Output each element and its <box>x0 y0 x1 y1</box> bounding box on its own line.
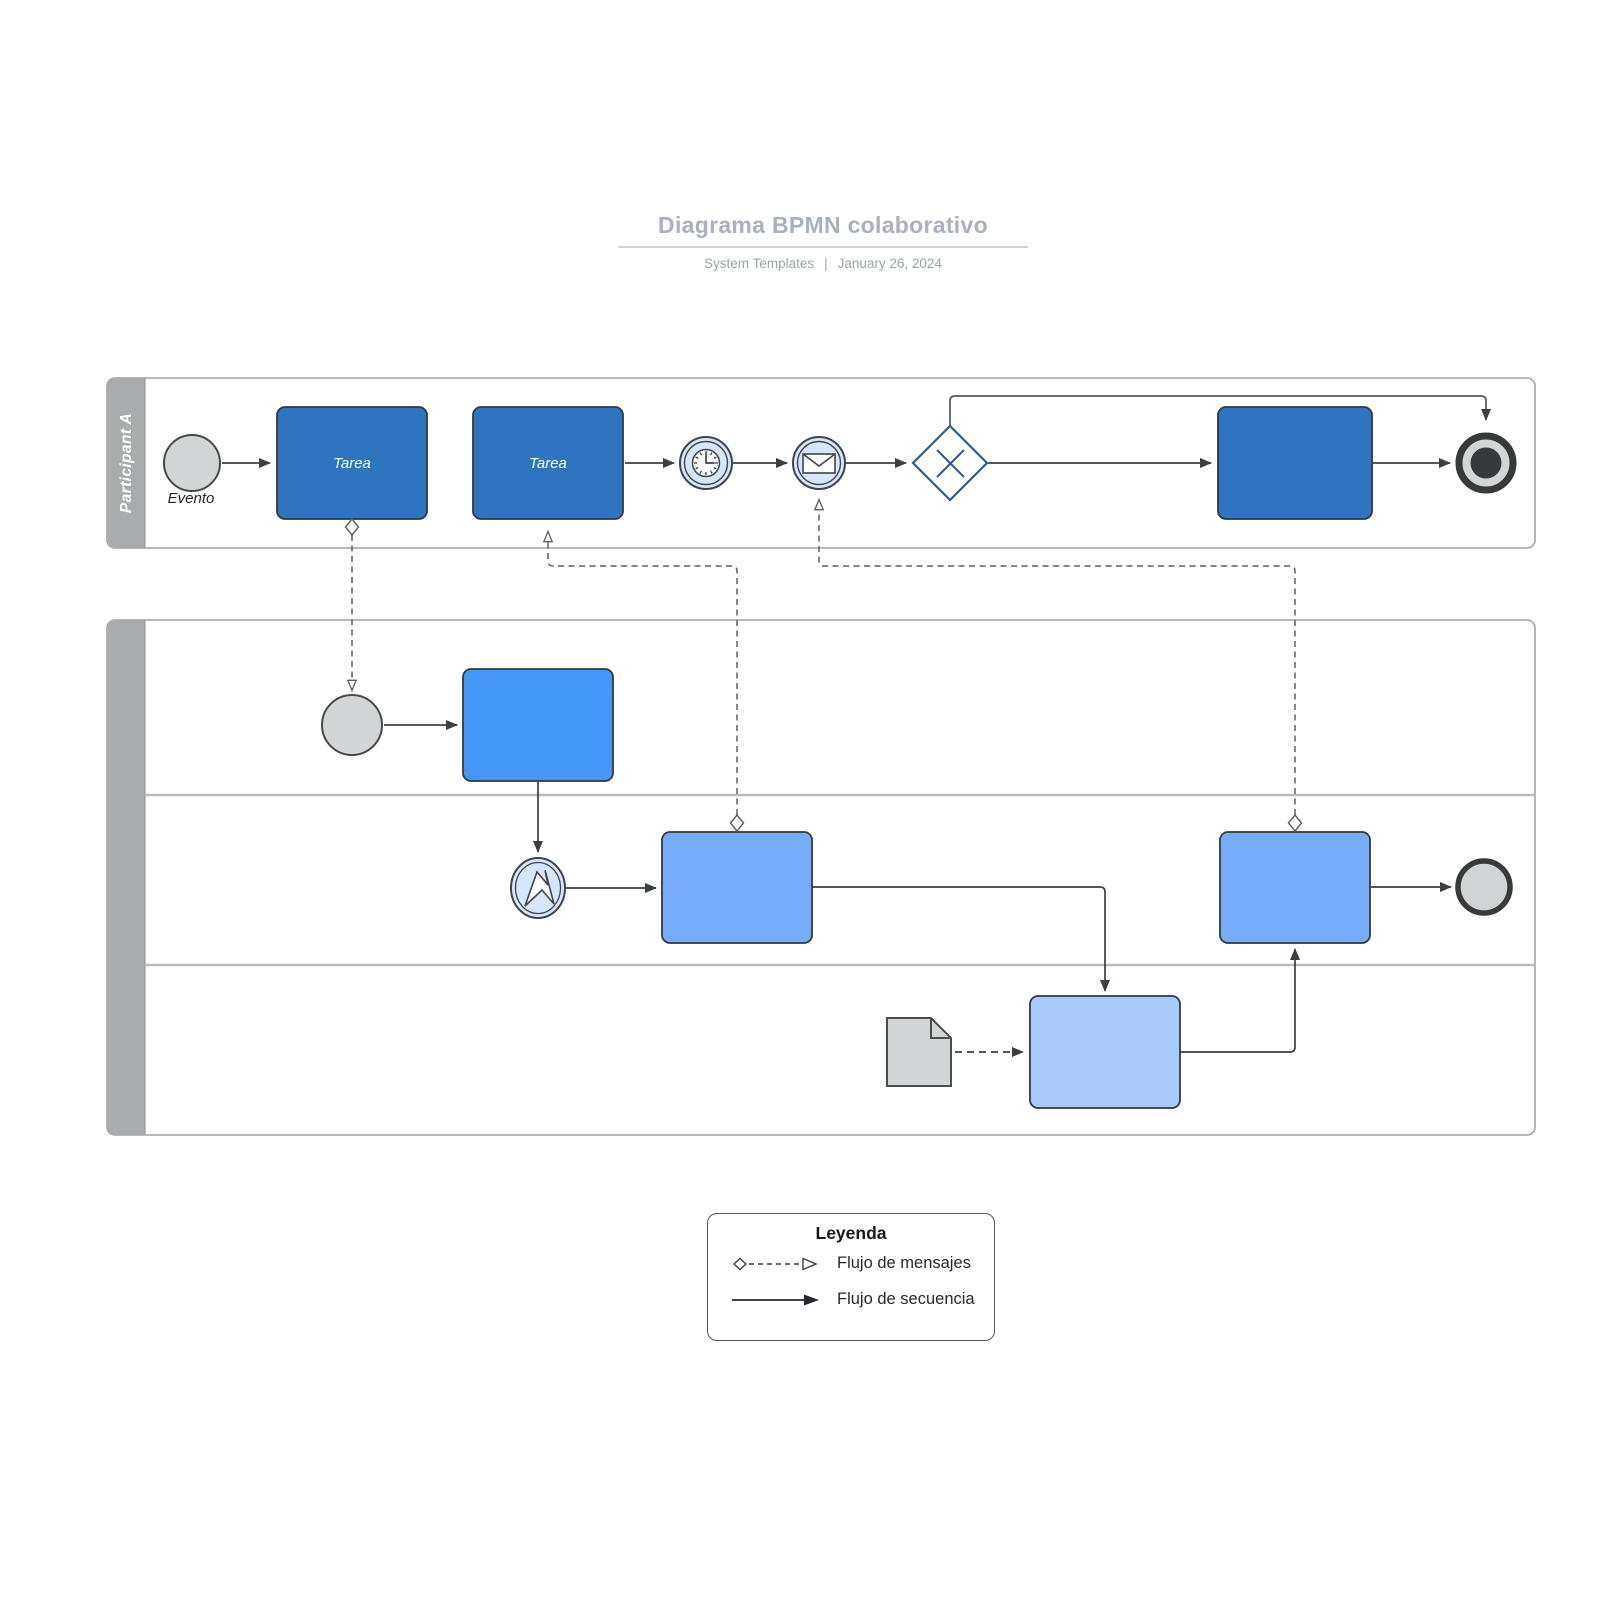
exclusive-x-icon <box>936 449 965 478</box>
task-pool-a-unlabeled[interactable] <box>1217 406 1373 520</box>
clock-icon <box>691 448 721 478</box>
legend-box[interactable]: Leyenda Flujo de mensajes Flujo de secue… <box>707 1213 995 1341</box>
task-lane2-right[interactable] <box>1219 831 1371 944</box>
sequence-flows-pool-a <box>222 395 1491 468</box>
start-event-label: Evento <box>168 490 215 507</box>
message-flow-task1-to-lane1-start[interactable] <box>344 517 360 690</box>
legend-label-message-flow: Flujo de mensajes <box>837 1254 971 1272</box>
envelope-icon <box>802 453 836 474</box>
task-tarea-2-label: Tarea <box>529 455 567 472</box>
task-lane3[interactable] <box>1029 995 1181 1109</box>
task-tarea-1[interactable]: Tarea <box>276 406 428 520</box>
legend-item-sequence-flow: Flujo de secuencia <box>728 1290 994 1309</box>
legend-item-message-flow: Flujo de mensajes <box>728 1254 994 1273</box>
flow-taskC-to-taskB[interactable] <box>1180 948 1300 1053</box>
message-flow-symbol-icon <box>732 1256 818 1271</box>
title-underline <box>618 246 1028 248</box>
document-icon <box>930 1018 951 1039</box>
sequence-flows-pool-b <box>384 720 1452 1057</box>
start-event-lane1[interactable] <box>321 694 383 756</box>
timer-event[interactable] <box>679 436 733 490</box>
page-title: Diagrama BPMN colaborativo <box>658 212 988 238</box>
pool-a-label: Participant A <box>118 413 135 513</box>
subtitle-source: System Templates <box>704 256 815 271</box>
diagram-title-block: Diagrama BPMN colaborativo System Templa… <box>618 212 1028 271</box>
subtitle-separator: | <box>824 256 828 271</box>
sequence-flow-symbol-icon <box>732 1294 819 1305</box>
lightning-icon <box>524 869 555 907</box>
legend-label-sequence-flow: Flujo de secuencia <box>837 1290 975 1308</box>
message-flows <box>344 500 1303 833</box>
pool-a-header-bar[interactable] <box>107 378 145 548</box>
task-lane1[interactable] <box>462 668 614 782</box>
flow-taskA-to-taskC[interactable] <box>812 886 1110 992</box>
message-event[interactable] <box>792 436 846 490</box>
conditional-event-lane2[interactable] <box>510 857 566 919</box>
data-object-document[interactable] <box>886 1017 952 1087</box>
flow-gateway-loop-to-end[interactable] <box>949 395 1491 426</box>
end-event-pool-a[interactable] <box>1455 432 1517 494</box>
pool-b-header-bar[interactable] <box>107 620 145 1135</box>
exclusive-gateway[interactable] <box>911 424 989 502</box>
message-flow-taskA-to-task2[interactable] <box>548 532 745 833</box>
task-tarea-2[interactable]: Tarea <box>472 406 624 520</box>
subtitle-date: January 26, 2024 <box>837 256 942 271</box>
task-lane2-left[interactable] <box>661 831 813 944</box>
start-event-evento[interactable]: Evento <box>163 434 221 507</box>
end-event-lane2[interactable] <box>1455 858 1513 916</box>
task-tarea-1-label: Tarea <box>333 455 371 472</box>
page-subtitle: System Templates | January 26, 2024 <box>618 256 1028 271</box>
message-flow-taskB-to-message-event[interactable] <box>819 500 1303 833</box>
legend-title: Leyenda <box>815 1223 887 1243</box>
